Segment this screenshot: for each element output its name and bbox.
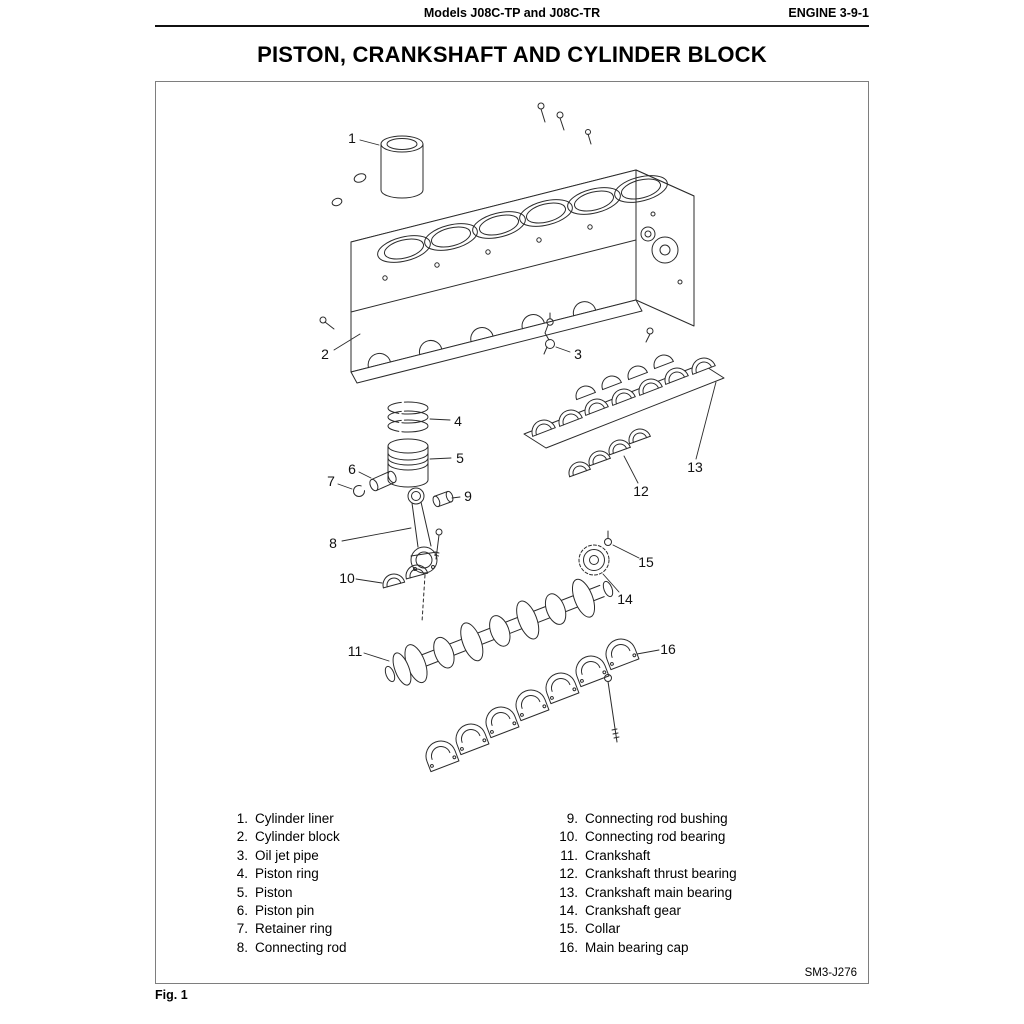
legend-item: 5. Piston: [218, 884, 510, 902]
piston-ring-drawing: [387, 401, 429, 433]
crankshaft-main-bearing-drawing: [523, 354, 725, 449]
callout-11: 11: [348, 643, 363, 659]
legend-item-text: Connecting rod: [255, 939, 347, 955]
legend-item-number: 9.: [566, 811, 578, 826]
legend-item: 9. Connecting rod bushing: [548, 810, 737, 828]
legend-item: 14. Crankshaft gear: [548, 902, 737, 920]
callout-13: 13: [687, 459, 703, 475]
legend-item-number: 5.: [236, 884, 248, 900]
legend-column-left: 1. Cylinder liner 2. Cylinder block 3. Oil …: [218, 810, 510, 957]
exploded-diagram: 1 2 3 4 5 6 7 8 9 10 11 12 13 14 15 16: [319, 102, 725, 773]
legend-item: 2. Cylinder block: [218, 828, 510, 846]
callout-6: 6: [348, 461, 356, 477]
connecting-rod-bushing-drawing: [432, 490, 454, 508]
legend-item-text: Retainer ring: [255, 921, 333, 937]
legend-item-number: 15.: [559, 921, 578, 937]
parts-legend: 1. Cylinder liner 2. Cylinder block 3. Oil …: [156, 810, 868, 957]
figure-caption: Fig. 1: [155, 988, 188, 1002]
figure-box: 1 2 3 4 5 6 7 8 9 10 11 12 13 14 15 16: [155, 81, 869, 984]
legend-item: 12. Crankshaft thrust bearing: [548, 865, 737, 883]
legend-item-text: Cylinder block: [255, 829, 340, 845]
legend-item-text: Crankshaft thrust bearing: [585, 866, 737, 882]
callout-15: 15: [638, 554, 654, 570]
callout-7: 7: [327, 473, 335, 489]
legend-item-number: 14.: [559, 903, 578, 919]
piston-drawing: [387, 438, 429, 488]
legend-item-text: Cylinder liner: [255, 811, 334, 826]
legend-item-text: Main bearing cap: [585, 939, 689, 955]
retainer-ring-drawing: [353, 485, 365, 497]
callout-5: 5: [456, 450, 464, 466]
figure-code: SM3-J276: [804, 967, 857, 979]
legend-item-number: 6.: [236, 903, 248, 919]
crankshaft-drawing: [384, 578, 614, 686]
oil-jet-pipe-drawing: [543, 312, 555, 355]
page-title: PISTON, CRANKSHAFT AND CYLINDER BLOCK: [257, 42, 767, 67]
legend-item-text: Piston: [255, 884, 293, 900]
legend-item-text: Piston ring: [255, 866, 319, 882]
callout-9: 9: [464, 488, 472, 504]
callout-2: 2: [321, 346, 329, 362]
legend-item-text: Oil jet pipe: [255, 847, 319, 863]
callout-8: 8: [329, 535, 337, 551]
legend-item: 11. Crankshaft: [548, 847, 737, 865]
block-hardware-drawing: [319, 102, 656, 343]
crankshaft-gear-drawing: [578, 544, 610, 576]
legend-item-number: 10.: [559, 829, 578, 845]
callout-16: 16: [660, 641, 676, 657]
legend-item-number: 2.: [236, 829, 248, 845]
callout-12: 12: [633, 483, 649, 499]
legend-item-number: 4.: [236, 866, 248, 882]
legend-item-number: 16.: [559, 939, 578, 955]
connecting-rod-drawing: [407, 487, 443, 623]
cylinder-block-drawing: [350, 169, 695, 384]
piston-pin-drawing: [369, 470, 397, 492]
callout-1: 1: [348, 130, 356, 146]
legend-item-number: 1.: [236, 811, 248, 826]
legend-item: 8. Connecting rod: [218, 939, 510, 957]
legend-column-right: 9. Connecting rod bushing 10. Connecting r…: [548, 810, 737, 957]
legend-item-number: 8.: [236, 939, 248, 955]
legend-item-text: Crankshaft gear: [585, 903, 682, 919]
legend-item-number: 3.: [236, 847, 248, 863]
header-models: Models J08C-TP and J08C-TR: [423, 6, 601, 20]
main-bearing-cap-drawing: [425, 638, 640, 773]
cylinder-liner-drawing: [380, 135, 424, 199]
legend-item-text: Piston pin: [255, 903, 315, 919]
header-section: ENGINE 3-9-1: [788, 6, 869, 20]
legend-item-text: Crankshaft main bearing: [585, 884, 733, 900]
callout-3: 3: [574, 346, 582, 362]
legend-item-text: Connecting rod bushing: [585, 811, 728, 826]
legend-item-text: Connecting rod bearing: [585, 829, 726, 845]
legend-item-number: 11.: [560, 847, 578, 863]
legend-item: 3. Oil jet pipe: [218, 847, 510, 865]
legend-item: 7. Retainer ring: [218, 920, 510, 938]
callout-4: 4: [454, 413, 462, 429]
legend-item: 4. Piston ring: [218, 865, 510, 883]
legend-item-number: 13.: [559, 884, 578, 900]
legend-item: 6. Piston pin: [218, 902, 510, 920]
legend-item: 16. Main bearing cap: [548, 939, 737, 957]
crankshaft-thrust-bearing-drawing: [568, 428, 651, 478]
collar-drawing: [604, 530, 612, 546]
callout-10: 10: [339, 570, 355, 586]
callout-14: 14: [617, 591, 633, 607]
legend-item-number: 7.: [236, 921, 248, 937]
legend-item: 1. Cylinder liner: [218, 810, 510, 828]
page-header: Models J08C-TP and J08C-TR ENGINE 3-9-1: [155, 0, 869, 27]
legend-item-text: Collar: [585, 921, 621, 937]
legend-item: 13. Crankshaft main bearing: [548, 884, 737, 902]
page-content: Models J08C-TP and J08C-TR ENGINE 3-9-1 …: [155, 0, 869, 1002]
connecting-rod-bearing-drawing: [382, 564, 429, 589]
legend-item-text: Crankshaft: [585, 847, 651, 863]
callout-leader-lines: [333, 139, 717, 662]
legend-item-number: 12.: [559, 866, 578, 882]
legend-item: 15. Collar: [548, 920, 737, 938]
legend-item: 10. Connecting rod bearing: [548, 828, 737, 846]
